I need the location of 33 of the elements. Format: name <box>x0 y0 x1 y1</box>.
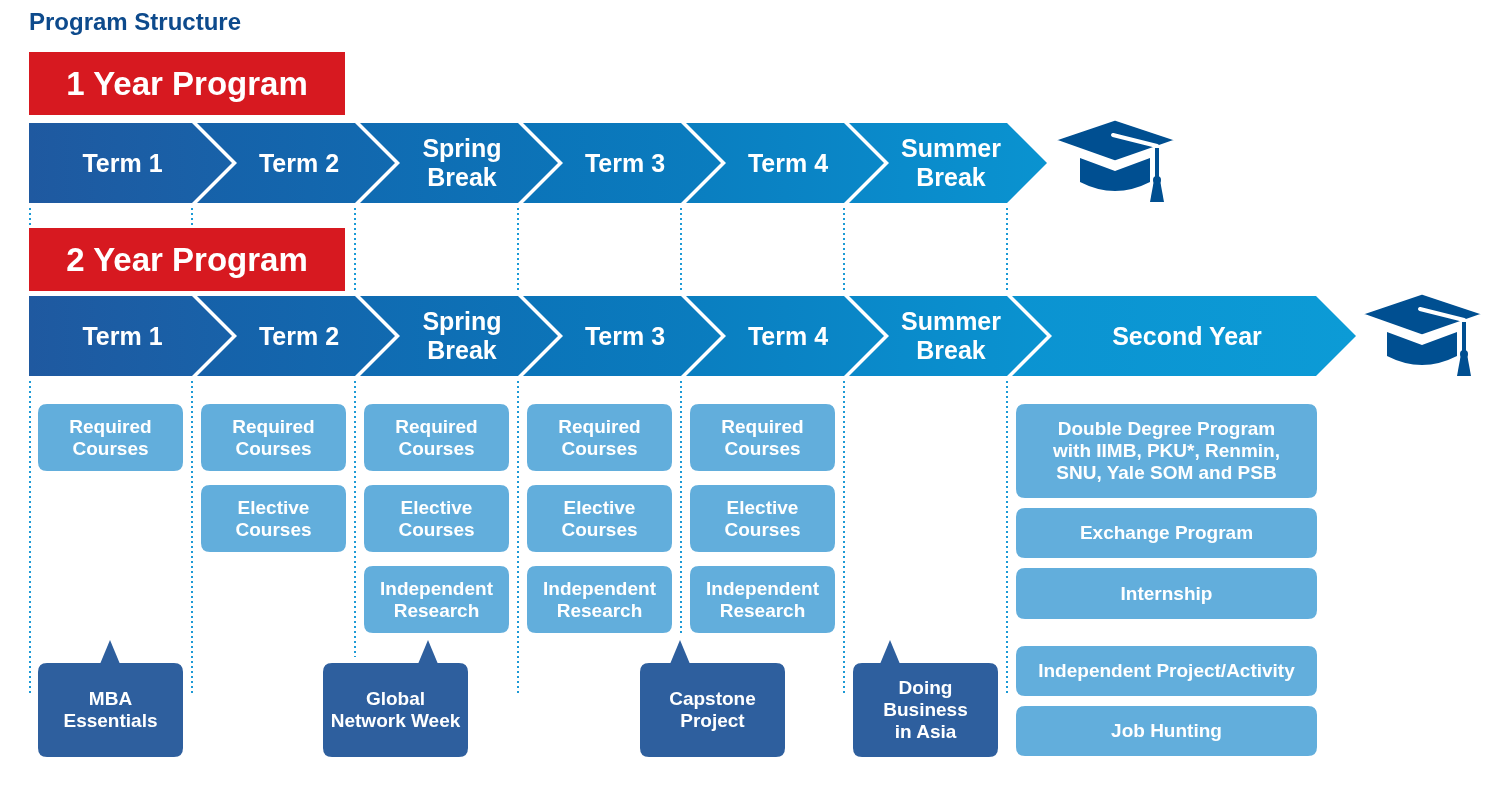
chevron-step: Term 1 <box>29 296 232 376</box>
chevron-step: Term 3 <box>523 123 721 203</box>
activity-box: Required Courses <box>690 404 835 471</box>
activity-box: Elective Courses <box>364 485 509 552</box>
chevron-step: Term 2 <box>197 123 395 203</box>
activity-box: Exchange Program <box>1016 508 1317 558</box>
program-banner: 2 Year Program <box>29 228 345 291</box>
chevron-step: Term 2 <box>197 296 395 376</box>
chevron-step: Second Year <box>1012 296 1356 376</box>
diagram-title: Program Structure <box>29 8 242 36</box>
activity-box: Independent Research <box>364 566 509 633</box>
chevron-step: Spring Break <box>360 123 558 203</box>
activity-box: Required Courses <box>527 404 672 471</box>
activity-box: Double Degree Program with IIMB, PKU*, Renmin, SNU, Yale SOM and PSB <box>1016 404 1317 498</box>
activity-box: Elective Courses <box>527 485 672 552</box>
chevron-step: Term 4 <box>686 296 884 376</box>
activity-box: Required Courses <box>364 404 509 471</box>
chevron-step: Term 3 <box>523 296 721 376</box>
chevron-step: Term 1 <box>29 123 232 203</box>
program-banner: 1 Year Program <box>29 52 345 115</box>
activity-box: Elective Courses <box>201 485 346 552</box>
activity-box: Elective Courses <box>690 485 835 552</box>
chevron-step: Summer Break <box>849 296 1047 376</box>
activity-box: Independent Research <box>690 566 835 633</box>
chevron-step: Summer Break <box>849 123 1047 203</box>
chevron-step: Spring Break <box>360 296 558 376</box>
activity-box: Independent Project/Activity <box>1016 646 1317 696</box>
activity-box: Required Courses <box>38 404 183 471</box>
activity-box: Required Courses <box>201 404 346 471</box>
activity-box: Job Hunting <box>1016 706 1317 756</box>
chevron-step: Term 4 <box>686 123 884 203</box>
activity-box: Internship <box>1016 568 1317 619</box>
activity-box: Independent Research <box>527 566 672 633</box>
